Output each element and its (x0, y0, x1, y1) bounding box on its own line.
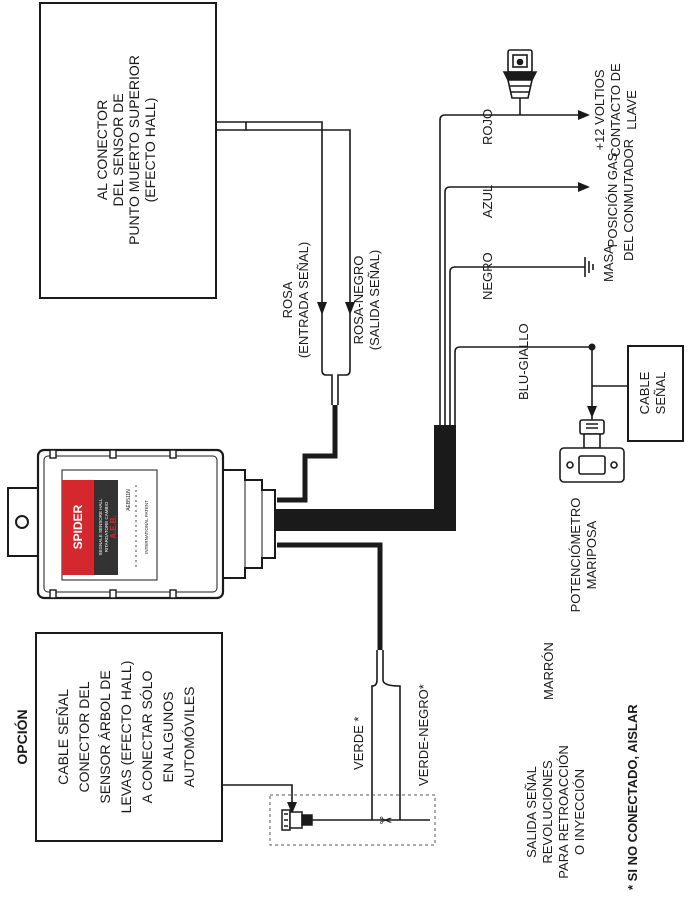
cam-sensor-connector-icon (281, 809, 313, 831)
verde-negro-label: VERDE-NEGRO* (416, 684, 431, 786)
option-line-4: LEVAS (EFECTO HALL) (118, 661, 134, 814)
footnote: * SI NO CONECTADO, AISLAR (625, 704, 640, 890)
pot-line-2: MARIPOSA (584, 520, 599, 589)
rosa-desc: (ENTRADA SEÑAL) (296, 242, 311, 358)
cable-senal-line-1: CABLE (637, 371, 652, 414)
option-box: CABLE SEÑAL CONECTOR DEL SENSOR ÁRBOL DE… (35, 632, 223, 842)
wiring (272, 405, 456, 650)
rosa-label: ROSA (ENTRADA SEÑAL) (280, 242, 311, 358)
salida-line-4: O INYECCIÓN (572, 769, 587, 855)
wire-option-link (222, 784, 293, 808)
potentiometer-icon (559, 419, 625, 483)
rosa-negro-desc: (SALIDA SEÑAL) (367, 250, 382, 350)
thin-wires (216, 98, 628, 821)
brand-label: SPIDER (71, 504, 85, 549)
cable-boot (222, 469, 276, 579)
rosa-negro-name: ROSA-NEGRO (351, 256, 366, 345)
ground-icon (584, 257, 594, 277)
plug-connector-icon (502, 49, 538, 99)
rojo-label: ROJO (480, 109, 495, 145)
option-line-3: SENSOR ÁRBOL DE (97, 670, 113, 803)
aeb-logo: A.E.B. (109, 515, 118, 539)
option-line-7: AUTOMÓVILES (181, 687, 197, 788)
right-bundle (437, 425, 455, 529)
rosa-negro-label: ROSA-NEGRO (SALIDA SEÑAL) (351, 250, 382, 350)
salida-line-1: SALIDA SEÑAL (524, 766, 539, 858)
plus12-line-1: +12 VOLTIOS (592, 69, 607, 150)
plus12-line-2: CONTACTO DE (608, 63, 623, 157)
label-red-strip (62, 480, 94, 575)
marron-label: MARRÓN (541, 642, 556, 700)
module-code: AEB511N (126, 489, 132, 511)
wire-rosa-negro (246, 129, 351, 405)
arrow-azul (578, 182, 590, 192)
azul-label: AZUL (480, 185, 495, 218)
rosa-name: ROSA (280, 281, 295, 318)
module-subtitle-1: SEGNALE SENSORE HALL (98, 498, 103, 556)
main-harness (272, 425, 456, 531)
potenciometro-label: POTENCIÓMETRO MARIPOSA (568, 498, 599, 613)
wire-rojo (439, 114, 585, 425)
hall-line-3: PUNTO MUERTO SUPERIOR (126, 55, 142, 245)
salida-note: SALIDA SEÑAL REVOLUCIONES PARA RETROACCI… (524, 745, 587, 878)
junction-dot (588, 343, 596, 351)
arrow-rojo (578, 110, 590, 120)
wire-negro (449, 266, 585, 425)
wire-azul (444, 186, 585, 425)
wire-verde-negro (382, 650, 401, 820)
plus12-destination: +12 VOLTIOS CONTACTO DE LLAVE (592, 63, 639, 157)
hall-line-1: AL CONECTOR (94, 100, 110, 200)
blu-giallo-label: BLU-GIALLO (516, 323, 531, 400)
spider-module: SPIDER SEGNALE SENSORE HALL RITARDATORE … (7, 448, 276, 600)
patent-label: INTERNATIONAL PATENT (144, 500, 149, 554)
arrow-option (287, 802, 297, 814)
opcion-heading: OPCIÓN (13, 709, 30, 764)
negro-label: NEGRO (480, 252, 495, 300)
gas-line-1: POSICIÓN GAS (605, 152, 620, 247)
cable-senal-line-2: SEÑAL (653, 372, 668, 415)
option-line-5: A CONECTAR SÓLO (139, 671, 155, 804)
option-line-1: CABLE SEÑAL (55, 689, 71, 785)
wire-verde (371, 650, 378, 820)
wire-rosa (246, 121, 333, 405)
hall-line-4: (EFECTO HALL) (142, 98, 158, 203)
salida-line-3: PARA RETROACCIÓN (556, 745, 571, 878)
verde-harness (277, 542, 383, 650)
plus12-line-3: LLAVE (624, 90, 639, 130)
wire-hall-link (216, 121, 247, 131)
hall-line-2: DEL SENSOR DE (110, 93, 126, 206)
hall-connector-box: AL CONECTOR DEL SENSOR DE PUNTO MUERTO S… (39, 2, 217, 299)
arrow-rosa (317, 302, 327, 315)
gas-line-2: DEL CONMUTADOR (621, 139, 636, 261)
module-subtitle-2: RITARDATORE CAMBIO (104, 501, 109, 552)
option-connector-area (269, 794, 436, 846)
rosa-harness (277, 405, 338, 503)
pot-line-1: POTENCIÓMETRO (568, 498, 583, 613)
verde-label: VERDE * (351, 717, 366, 770)
cable-senal-box: CABLE SEÑAL (627, 345, 684, 442)
arrow-blu-giallo (587, 406, 597, 418)
mounting-hole (15, 515, 29, 529)
wire-blu-giallo (454, 346, 593, 425)
arrow-rosa-negro (345, 302, 355, 315)
masa-label: MASA (601, 245, 616, 282)
posicion-gas-destination: POSICIÓN GAS DEL CONMUTADOR (605, 139, 636, 261)
option-line-6: EN ALGUNOS (160, 691, 176, 782)
scissors-icon: ✂ (379, 813, 392, 830)
option-line-2: CONECTOR DEL (76, 681, 92, 792)
salida-line-2: REVOLUCIONES (540, 760, 555, 864)
